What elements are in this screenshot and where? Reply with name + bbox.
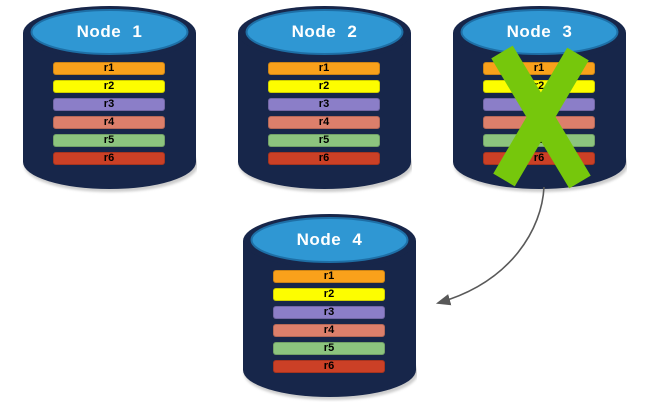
node-3: Node 3 r1 r2 r3 r4 r5 r6 xyxy=(452,5,627,195)
replica-stack: r1 r2 r3 r4 r5 r6 xyxy=(273,270,385,378)
replica-r1: r1 xyxy=(268,62,380,75)
node-1: Node 1 r1 r2 r3 r4 r5 r6 xyxy=(22,5,197,195)
node-title: Node 4 xyxy=(296,230,363,249)
cylinder-top-face xyxy=(460,9,619,55)
replica-label: r2 xyxy=(103,80,115,92)
node-title: Node 1 xyxy=(76,22,143,41)
replica-label: r2 xyxy=(318,80,330,92)
replica-r2: r2 xyxy=(273,288,385,301)
cylinder-top-face xyxy=(250,217,409,263)
replica-r6: r6 xyxy=(273,360,385,373)
replica-label: r2 xyxy=(323,288,335,300)
replica-r3: r3 xyxy=(268,98,380,111)
replica-label: r3 xyxy=(103,98,115,110)
replica-label: r6 xyxy=(318,152,330,164)
node-title: Node 2 xyxy=(291,22,358,41)
replica-r6: r6 xyxy=(268,152,380,165)
replica-label: r1 xyxy=(323,270,335,282)
replica-label: r1 xyxy=(318,62,330,74)
node-title: Node 3 xyxy=(506,22,573,41)
replica-label: r5 xyxy=(318,134,330,146)
replica-r1: r1 xyxy=(53,62,165,75)
replica-label: r4 xyxy=(318,116,330,128)
node-2: Node 2 r1 r2 r3 r4 r5 r6 xyxy=(237,5,412,195)
replica-label: r5 xyxy=(323,342,335,354)
replica-stack: r1 r2 r3 r4 r5 r6 xyxy=(268,62,380,170)
replica-r2: r2 xyxy=(268,80,380,93)
replica-r5: r5 xyxy=(53,134,165,147)
replica-label: r3 xyxy=(318,98,330,110)
rebalance-arrow-line xyxy=(435,186,545,306)
node-4: Node 4 r1 r2 r3 r4 r5 r6 xyxy=(242,213,417,402)
replica-label: r6 xyxy=(533,152,545,164)
replica-r4: r4 xyxy=(273,324,385,337)
replica-r4: r4 xyxy=(53,116,165,129)
replica-label: r3 xyxy=(323,306,335,318)
replica-r1: r1 xyxy=(273,270,385,283)
cylinder-top-face xyxy=(245,9,404,55)
replica-r5: r5 xyxy=(273,342,385,355)
replica-label: r2 xyxy=(533,80,545,92)
replica-label: r4 xyxy=(103,116,115,128)
replica-r2: r2 xyxy=(53,80,165,93)
replica-r3: r3 xyxy=(53,98,165,111)
cylinder-top-face xyxy=(30,9,189,55)
replica-r4: r4 xyxy=(268,116,380,129)
replica-r5: r5 xyxy=(268,134,380,147)
database-cylinder xyxy=(453,6,627,192)
replica-label: r1 xyxy=(103,62,115,74)
replica-label: r5 xyxy=(103,134,115,146)
replica-label: r1 xyxy=(533,62,545,74)
replica-label: r6 xyxy=(323,360,335,372)
replica-r6: r6 xyxy=(53,152,165,165)
replica-r3: r3 xyxy=(273,306,385,319)
replica-stack: r1 r2 r3 r4 r5 r6 xyxy=(53,62,165,170)
failure-x-icon xyxy=(491,45,591,189)
replica-label: r6 xyxy=(103,152,115,164)
replica-label: r4 xyxy=(323,324,335,336)
